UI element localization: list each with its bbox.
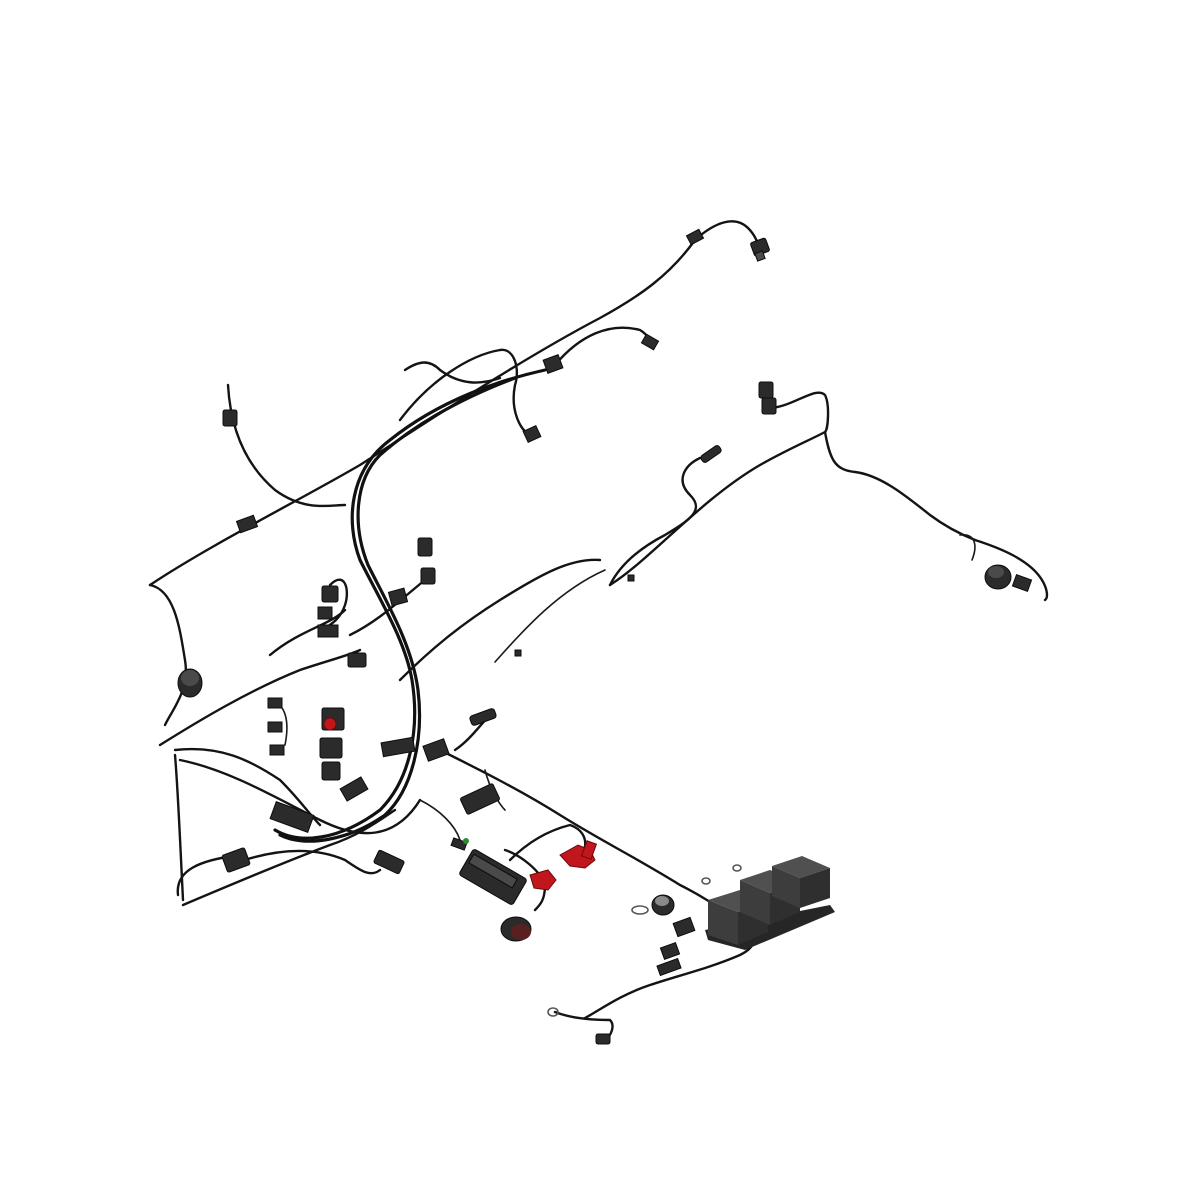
wire-mid-right-upper [763, 391, 830, 434]
connector-red-stack [319, 707, 345, 781]
wire-left-bundle-a [158, 648, 362, 747]
connector-bottom [595, 1033, 611, 1045]
connector-left-top [222, 409, 238, 427]
connector-mid-pair [380, 736, 450, 762]
connector-left-clip [235, 514, 259, 534]
connector-right-end [1011, 573, 1033, 593]
wire-left-bundle-c [178, 758, 422, 835]
connector-relay-round [631, 894, 675, 916]
connector-top-clip [685, 228, 705, 246]
connector-large-block [459, 849, 527, 905]
terminal-small-a [627, 574, 635, 582]
relay-block-3 [772, 856, 830, 908]
wire-centre-long [398, 558, 602, 682]
connector-upper-mid [542, 354, 564, 374]
connector-mid-block [339, 776, 369, 802]
connector-upper-drop [522, 424, 542, 444]
connector-right-upper [758, 381, 777, 415]
connector-upper-right-small [640, 333, 660, 351]
wire-right-end [973, 538, 1049, 602]
wire-left-bundle-b [173, 747, 322, 827]
connector-round-left [177, 668, 203, 698]
wire-mid-lateral [348, 578, 427, 637]
connector-small-clip-right [700, 445, 722, 463]
wire-red-branch [508, 823, 587, 862]
wire-main-trunk-a [273, 368, 547, 840]
connector-mid-small-right [469, 708, 497, 726]
terminal-small-b [514, 649, 522, 657]
connector-left-stack [267, 697, 285, 756]
wire-lower-trunk [438, 748, 732, 917]
connector-hub [460, 783, 500, 815]
wire-left-bundle-d [173, 753, 185, 902]
wire-mid-right [608, 430, 827, 587]
wire-connector-feed [419, 799, 461, 841]
connector-mid-clip [387, 587, 409, 607]
ring-terminal-ground [547, 1007, 559, 1017]
ring-terminal-relay [701, 864, 742, 885]
connector-relay-cluster [656, 916, 696, 977]
wire-mid-branch [608, 456, 702, 587]
connector-lower-mid [373, 849, 405, 875]
wire-main-trunk-b [278, 376, 517, 843]
wire-left-bottom [181, 808, 397, 907]
wire-right-stub [959, 534, 976, 561]
wire-top-crossing [403, 361, 502, 384]
connector-round-bottom [500, 916, 532, 942]
wire-left-loop [148, 583, 188, 727]
harness-wires [148, 220, 1049, 1042]
connector-round-right [984, 564, 1012, 590]
connector-green-led [450, 837, 469, 851]
wire-left-upper [226, 383, 347, 508]
connector-mid-cluster-b [317, 585, 339, 638]
connector-lower-left [221, 847, 251, 873]
connector-top-right [750, 237, 770, 262]
connector-mid-square [347, 652, 367, 668]
red-fuse-holder-a [559, 840, 598, 869]
connector-lower-left-block [269, 801, 315, 833]
wire-upper-branch [398, 348, 532, 437]
red-fuse-holder-b [529, 869, 557, 891]
harness-connectors [177, 228, 1033, 1045]
wire-centre-lower [494, 569, 606, 663]
wire-right-run [823, 430, 977, 542]
connector-mid-cluster-a [417, 537, 436, 585]
wire-lower-branch [228, 849, 382, 875]
wire-top-loop [693, 220, 762, 252]
